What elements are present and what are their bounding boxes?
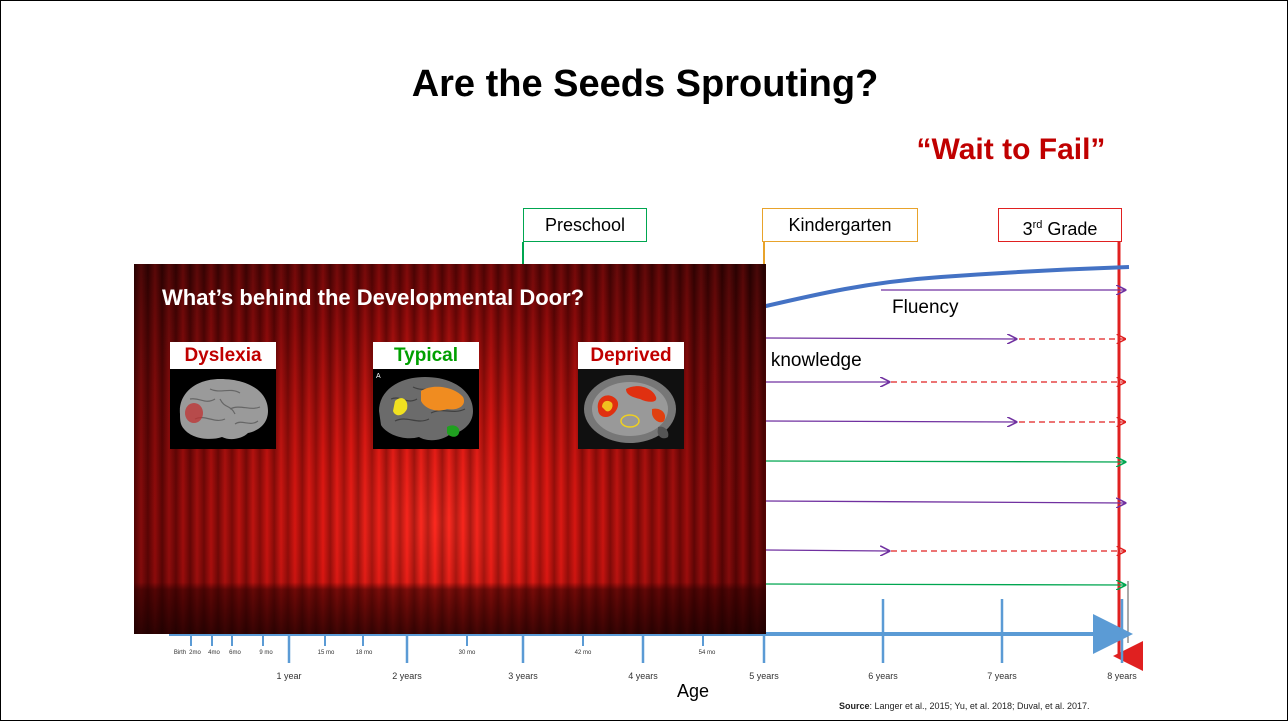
- tick-42mo: 42 mo: [574, 650, 592, 656]
- slide-title: Are the Seeds Sprouting?: [411, 63, 879, 105]
- tick-7-years: 7 years: [987, 671, 1017, 681]
- tick-54mo: 54 mo: [698, 650, 716, 656]
- deprived-brain-image: [578, 369, 684, 449]
- tick-4mo: 4mo: [208, 650, 220, 656]
- third-grade-superscript: rd: [1032, 219, 1043, 231]
- tick-6mo: 6mo: [229, 650, 241, 656]
- tick-6-years: 6 years: [868, 671, 898, 681]
- typical-brain-image: A: [373, 369, 479, 449]
- dyslexia-brain-image: [170, 369, 276, 449]
- typical-label: Typical: [373, 342, 479, 369]
- tick-2mo: 2mo: [189, 650, 201, 656]
- curtain-overlay: What’s behind the Developmental Door? Dy…: [134, 264, 766, 634]
- deprived-label: Deprived: [578, 342, 684, 369]
- third-grade-word: Grade: [1047, 219, 1098, 239]
- preschool-box: Preschool: [523, 208, 647, 242]
- source-text: : Langer et al., 2015; Yu, et al. 2018; …: [869, 701, 1090, 711]
- deprived-panel: Deprived: [578, 342, 684, 449]
- age-axis-label: Age: [677, 681, 710, 701]
- panel-letter: A: [376, 373, 381, 380]
- tick-4-years: 4 years: [628, 671, 658, 681]
- tick-3-years: 3 years: [508, 671, 538, 681]
- tick-5-years: 5 years: [749, 671, 779, 681]
- dyslexia-panel: Dyslexia: [170, 342, 276, 449]
- fluency-label: Fluency: [892, 297, 959, 318]
- knowledge-label: d knowledge: [755, 350, 862, 371]
- tick-1-year: 1 year: [276, 671, 302, 681]
- source-prefix: Source: [839, 701, 870, 711]
- tick-8-years: 8 years: [1107, 671, 1137, 681]
- kindergarten-box: Kindergarten: [762, 208, 918, 242]
- tick-birth: Birth: [173, 650, 187, 656]
- wait-to-fail-heading: “Wait to Fail”: [916, 133, 1106, 166]
- typical-panel: Typical A: [373, 342, 479, 449]
- tick-15mo: 15 mo: [317, 650, 335, 656]
- source-citation: Source: Langer et al., 2015; Yu, et al. …: [839, 701, 1090, 711]
- third-grade-number: 3: [1022, 219, 1033, 239]
- overlay-title: What’s behind the Developmental Door?: [162, 285, 585, 310]
- tick-2-years: 2 years: [392, 671, 422, 681]
- tick-30mo: 30 mo: [458, 650, 476, 656]
- tick-18mo: 18 mo: [355, 650, 373, 656]
- tick-9mo: 9 mo: [259, 650, 273, 656]
- dyslexia-label: Dyslexia: [170, 342, 276, 369]
- growth-curve: [700, 265, 1130, 323]
- third-grade-box: 3rd Grade: [998, 208, 1122, 242]
